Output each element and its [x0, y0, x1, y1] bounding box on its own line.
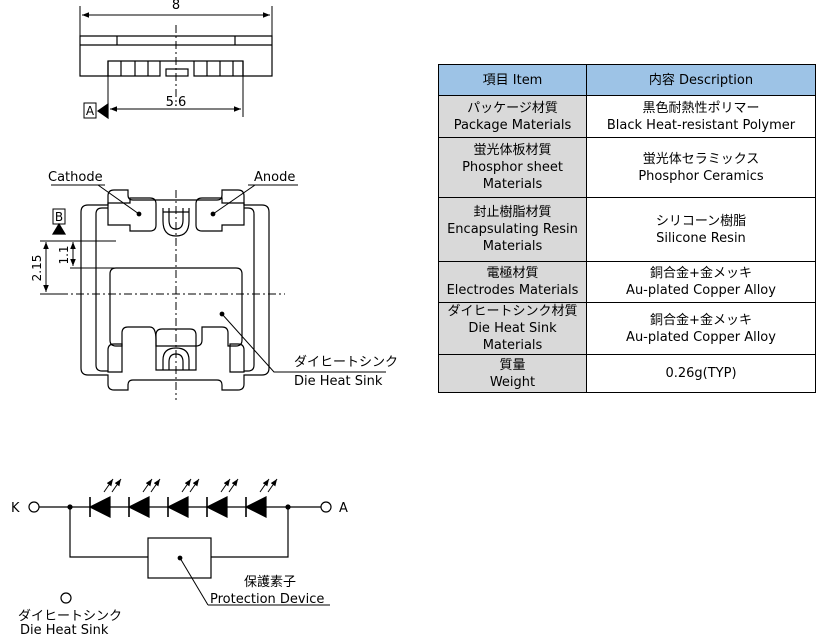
description-text: Au-plated Copper Alloy [626, 329, 776, 345]
description-text: 蛍光体セラミックス [642, 151, 760, 167]
package-inner-outline [95, 207, 255, 372]
item-text: 蛍光体板材質 [473, 143, 552, 158]
heat-sink-label-jp: ダイヒートシンク [294, 355, 398, 370]
package-top-outline [80, 189, 270, 391]
item-cell: 電極材質 Electrodes Materials [438, 261, 587, 303]
item-text: 封止樹脂材質 [473, 205, 552, 220]
protection-device-box [147, 537, 212, 579]
k-terminal [28, 501, 40, 513]
heat-sink-terminal [60, 592, 72, 604]
description-text: Silicone Resin [656, 230, 746, 246]
description-text: Phosphor Ceramics [638, 168, 764, 184]
description-cell: 銅合金+金メッキ Au-plated Copper Alloy [586, 261, 816, 303]
led-diode-icon [205, 478, 239, 518]
item-text: Materials [482, 338, 543, 353]
item-text: Electrodes Materials [446, 283, 579, 298]
top-view [40, 184, 386, 400]
dimension-2-15-label: 2.15 [30, 255, 44, 282]
description-text: シリコーン樹脂 [655, 213, 747, 229]
led-diode-icon [244, 478, 278, 518]
description-text: 銅合金+金メッキ [650, 266, 752, 281]
dimension-1-1-label: 1.1 [57, 245, 71, 264]
cathode-label: Cathode [48, 170, 103, 185]
item-text: Die Heat Sink [468, 321, 557, 336]
cathode-pad [107, 197, 157, 232]
led-diode-icon [166, 478, 200, 518]
side-view [79, 6, 273, 120]
item-text: ダイヒートシンク材質 [447, 304, 578, 319]
width-label: 8 [172, 0, 180, 13]
table-header-row: 項目 Item 内容 Description [438, 64, 816, 96]
item-text: 質量 [499, 357, 526, 373]
description-text: 黒色耐熱性ポリマー [642, 100, 760, 116]
header-description: 内容 Description [586, 64, 816, 96]
item-text: Materials [482, 177, 543, 192]
heat-sink-label-en: Die Heat Sink [294, 374, 383, 389]
anode-pad [195, 197, 245, 232]
item-text: Phosphor sheet [462, 160, 563, 175]
pad-span-label: 5.6 [166, 95, 187, 110]
description-text: 0.26g(TYP) [665, 366, 737, 381]
protection-label-en: Protection Device [210, 592, 324, 607]
item-text: Package Materials [453, 117, 572, 133]
a-terminal [320, 501, 332, 513]
center-pad [165, 68, 189, 77]
datum-a-label: A [86, 104, 95, 118]
protection-label-jp: 保護素子 [244, 574, 296, 590]
table-row: 電極材質 Electrodes Materials 銅合金+金メッキ Au-plate… [438, 261, 816, 303]
right-pad [193, 61, 244, 77]
description-cell: 0.26g(TYP) [586, 354, 816, 393]
circuit-diagram [28, 478, 332, 606]
circuit-heat-sink-label-en: Die Heat Sink [20, 623, 109, 637]
description-text: Black Heat-resistant Polymer [606, 117, 796, 133]
a-label: A [339, 501, 348, 516]
item-text: Weight [489, 374, 536, 390]
item-text: パッケージ材質 [467, 100, 558, 116]
header-item: 項目 Item [438, 64, 587, 96]
description-text: Au-plated Copper Alloy [626, 283, 776, 298]
item-text: 電極材質 [486, 266, 539, 281]
datum-b-label: B [55, 210, 63, 224]
item-text: Encapsulating Resin [447, 222, 578, 237]
anode-label: Anode [254, 170, 295, 185]
left-pad [107, 61, 161, 77]
description-text: 銅合金+金メッキ [650, 312, 752, 328]
led-diode-icon [127, 478, 161, 518]
center-notch [162, 208, 190, 237]
item-text: Materials [482, 239, 543, 254]
k-label: K [11, 501, 20, 516]
led-diode-icon [88, 478, 122, 518]
circuit-heat-sink-label-jp: ダイヒートシンク [18, 609, 122, 624]
